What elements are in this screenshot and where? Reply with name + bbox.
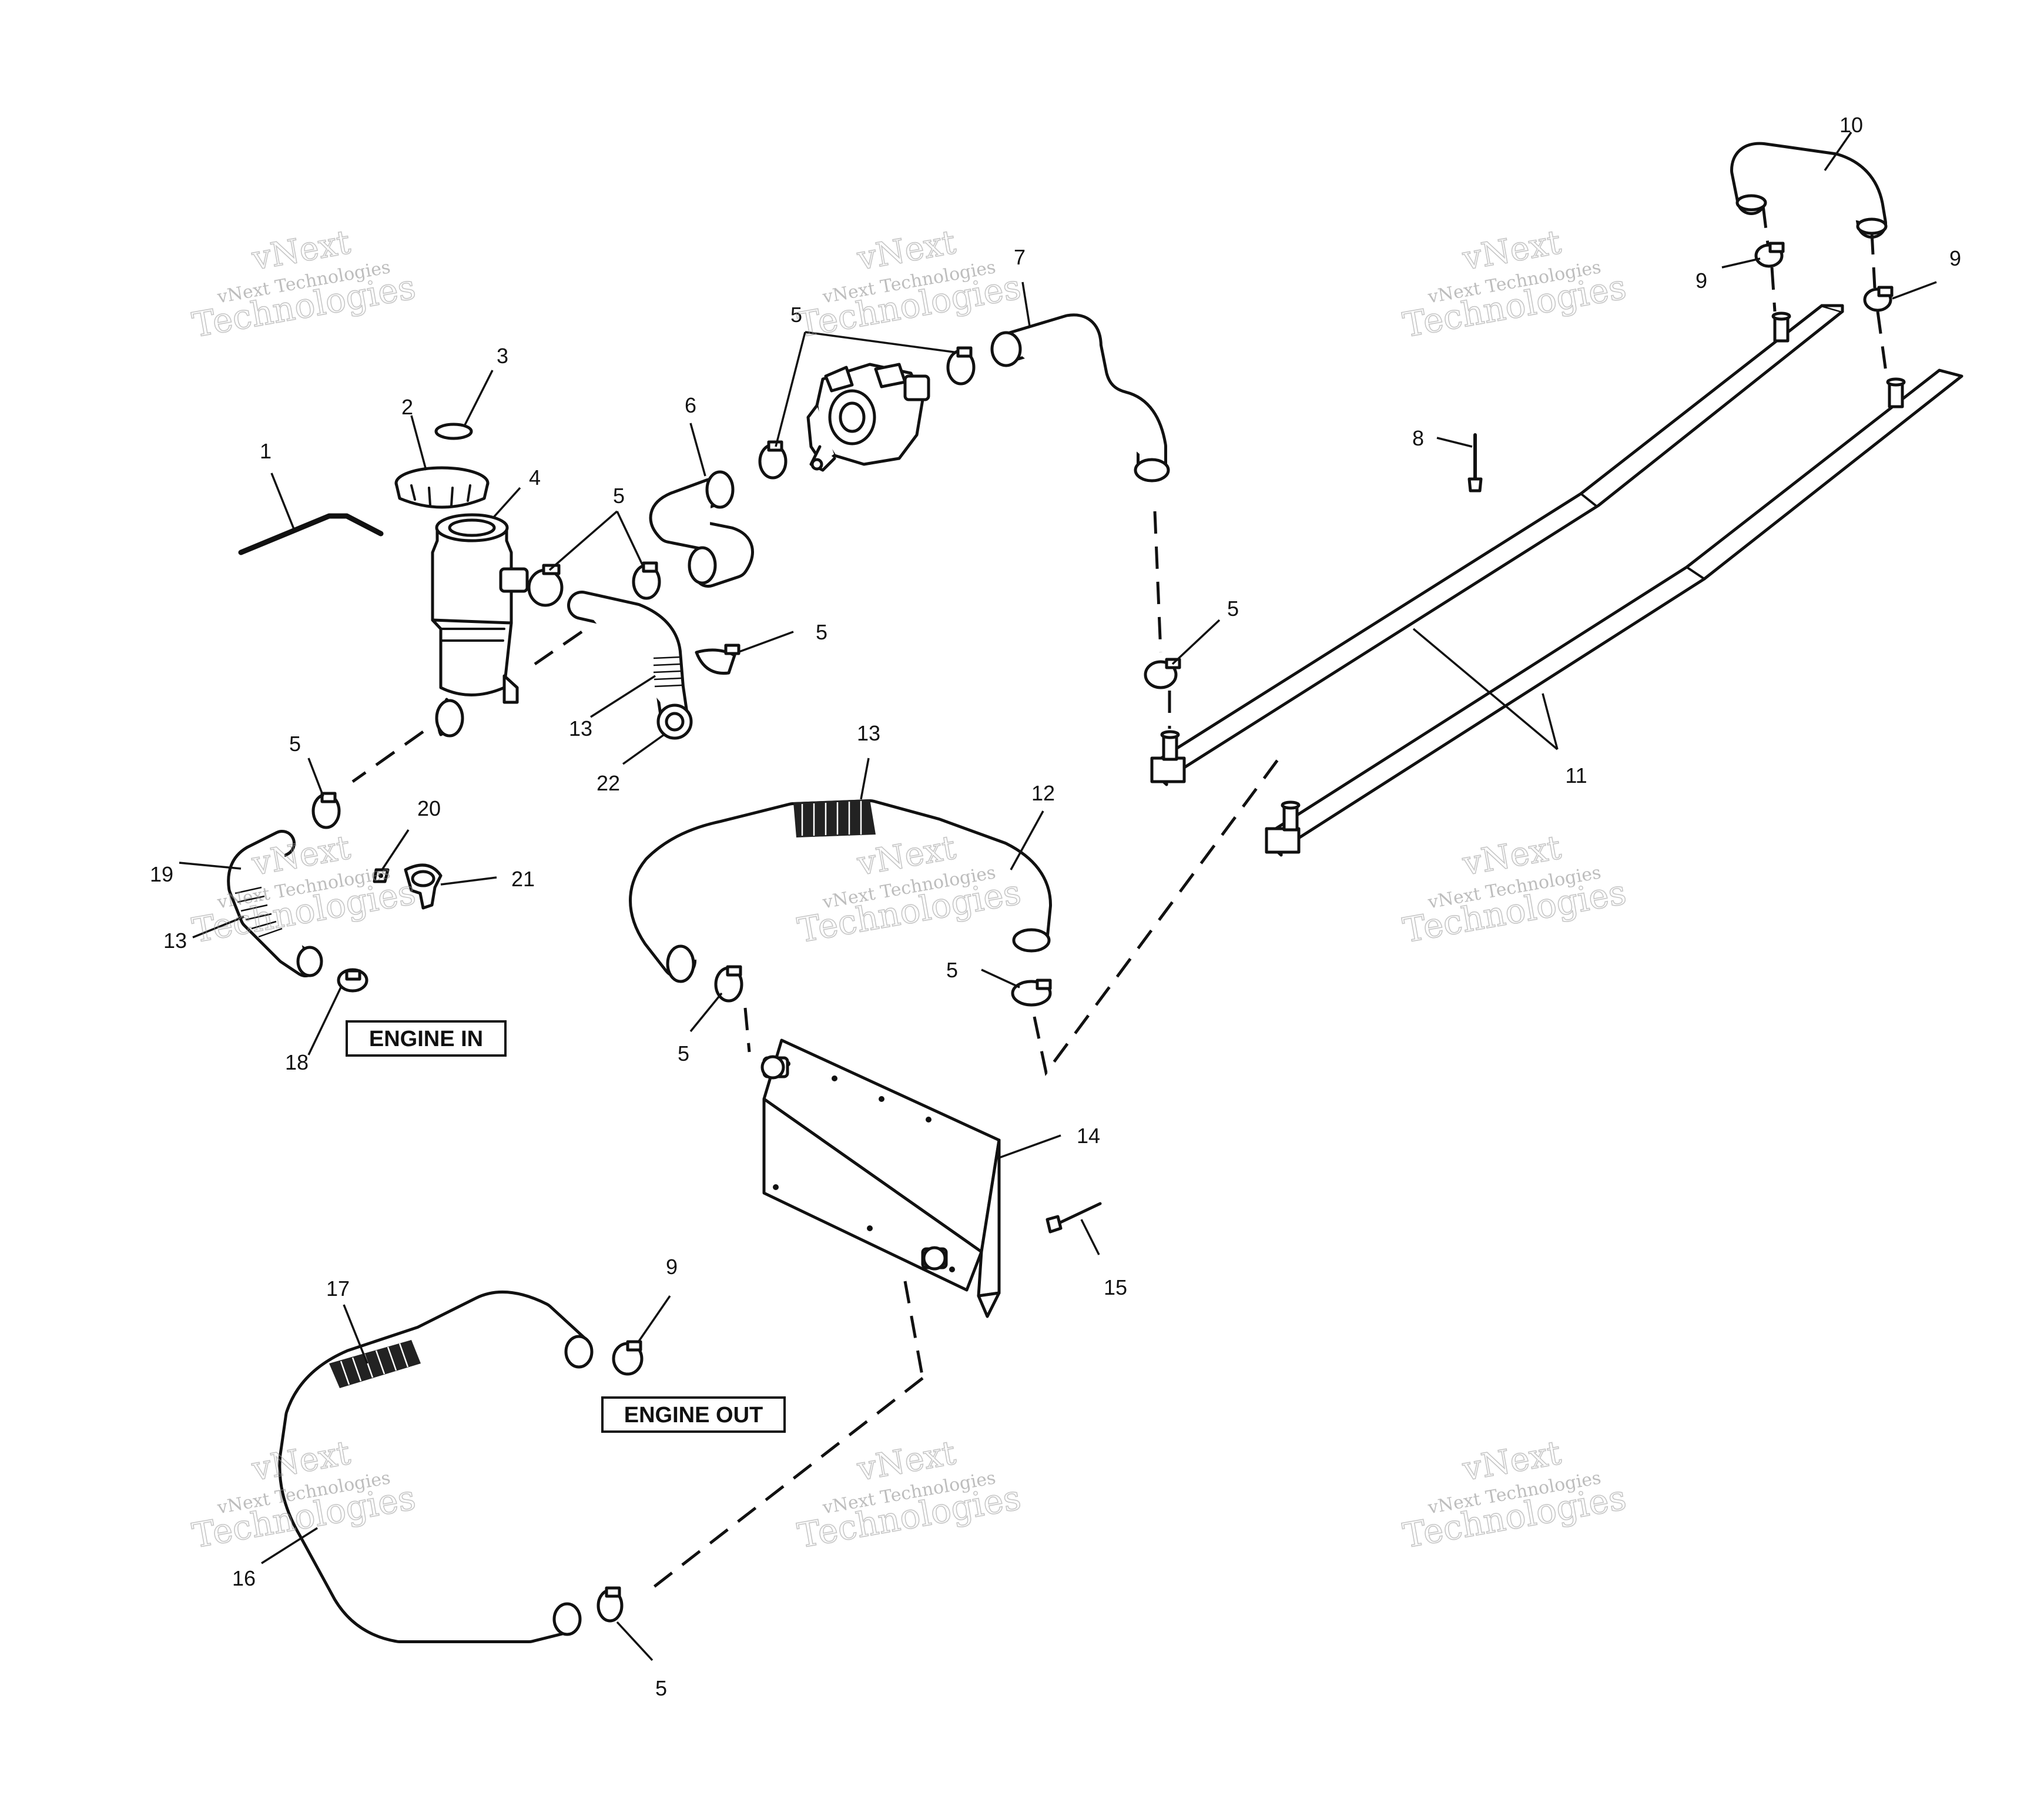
callout-5-engine-out: 5	[655, 1676, 667, 1700]
connection-lines	[351, 205, 1888, 1594]
callout-5-rail: 5	[1227, 597, 1239, 621]
callout-5-reservoir: 5	[613, 484, 625, 508]
watermark: vNext vNext Technologies Technologies	[794, 223, 1024, 346]
clamp-9-left	[1754, 242, 1785, 268]
callout-5-hose: 5	[816, 620, 827, 644]
clamp-9-engine-out	[612, 1340, 644, 1376]
callout-2: 2	[401, 395, 413, 419]
engine-out-label: ENGINE OUT	[624, 1403, 763, 1428]
part-8-rivet	[1467, 433, 1483, 492]
callout-5-arch-right: 5	[946, 958, 958, 982]
engine-in-label: ENGINE IN	[369, 1027, 483, 1051]
callout-13-engine-in: 13	[163, 929, 187, 953]
clamp-5-arch-left	[714, 965, 743, 1003]
callout-13-reservoir: 13	[569, 716, 592, 741]
part-13-22-corrugated-hose	[567, 591, 693, 740]
callout-10: 10	[1839, 113, 1863, 137]
clamp-5-rail	[1144, 658, 1181, 689]
callout-11: 11	[1565, 763, 1587, 788]
callout-6: 6	[685, 393, 696, 417]
engine-in-box: ENGINE IN	[346, 1020, 507, 1057]
part-3-o-ring	[434, 423, 473, 440]
callout-5-engine-in: 5	[289, 732, 301, 756]
watermark: vNext vNext Technologies Technologies	[1399, 828, 1629, 951]
part-19-engine-in-hose	[227, 830, 323, 977]
part-4-coolant-reservoir	[431, 513, 529, 738]
leader-lines	[179, 132, 1937, 1661]
callout-9-left: 9	[1695, 269, 1707, 293]
callout-21: 21	[511, 867, 535, 891]
clamp-5-pump-left	[758, 440, 788, 480]
clamp-5-arch-right	[1011, 979, 1052, 1007]
part-21-clamp-bracket	[404, 863, 443, 910]
watermark: vNext vNext Technologies Technologies	[794, 1433, 1024, 1556]
callout-18: 18	[285, 1050, 309, 1074]
clamp-18	[337, 968, 368, 993]
callout-12: 12	[1031, 781, 1055, 805]
watermark: vNext vNext Technologies Technologies	[189, 828, 418, 951]
hose-clamps	[311, 242, 1894, 1623]
clamp-5-hose-top	[695, 644, 740, 675]
part-13-corrugated-section-upper	[793, 799, 876, 837]
callout-20: 20	[417, 796, 441, 820]
part-14-heat-exchanger-panel	[760, 1038, 1001, 1318]
part-11-heat-exchanger-upper	[1150, 304, 1844, 786]
callout-5-arch-left: 5	[678, 1041, 689, 1065]
callout-22: 22	[597, 771, 620, 795]
callout-numbers: 1 2 3 4 5 5 5 5 5 5 5 5 5 6 7 8 9 9 9 10…	[150, 113, 1961, 1700]
part-20-washer	[373, 868, 390, 883]
callout-1: 1	[260, 439, 272, 463]
clamp-5-reservoir-a	[527, 564, 564, 607]
clamp-5-reservoir-b	[632, 561, 661, 600]
callout-7: 7	[1014, 245, 1026, 269]
part-15-screw	[1046, 1202, 1102, 1234]
part-1-bent-rod	[238, 513, 384, 555]
callout-16: 16	[232, 1566, 256, 1590]
clamp-5-engine-in	[311, 792, 341, 829]
callout-5-pump: 5	[790, 303, 802, 327]
engine-out-box: ENGINE OUT	[601, 1396, 786, 1433]
callout-19: 19	[150, 862, 173, 886]
part-10-u-hose	[1730, 142, 1888, 239]
clamp-9-right	[1863, 286, 1894, 312]
callout-9-right: 9	[1949, 246, 1961, 270]
watermark: vNext vNext Technologies Technologies	[1399, 1433, 1629, 1556]
thermostat-housing	[806, 363, 930, 472]
part-2-reservoir-cap	[394, 466, 490, 509]
callout-13-upper: 13	[857, 721, 880, 745]
part-16-17-engine-out-hose	[278, 1291, 594, 1643]
callout-3: 3	[497, 344, 508, 368]
part-7-elbow-hose	[990, 313, 1170, 483]
callout-9-engine-out: 9	[666, 1255, 678, 1279]
watermark: vNext vNext Technologies Technologies	[189, 223, 418, 346]
callout-4: 4	[529, 465, 541, 490]
callout-17: 17	[326, 1276, 350, 1301]
callout-14: 14	[1077, 1124, 1100, 1148]
clamp-5-pump-right	[946, 346, 976, 386]
watermark: vNext vNext Technologies Technologies	[1399, 223, 1629, 346]
part-11-heat-exchanger-lower	[1265, 368, 1963, 857]
part-6-s-hose	[649, 470, 754, 588]
callout-8: 8	[1412, 426, 1424, 450]
callout-15: 15	[1104, 1275, 1127, 1299]
part-12-arch-hose	[629, 799, 1052, 983]
clamp-5-engine-out	[597, 1586, 624, 1623]
